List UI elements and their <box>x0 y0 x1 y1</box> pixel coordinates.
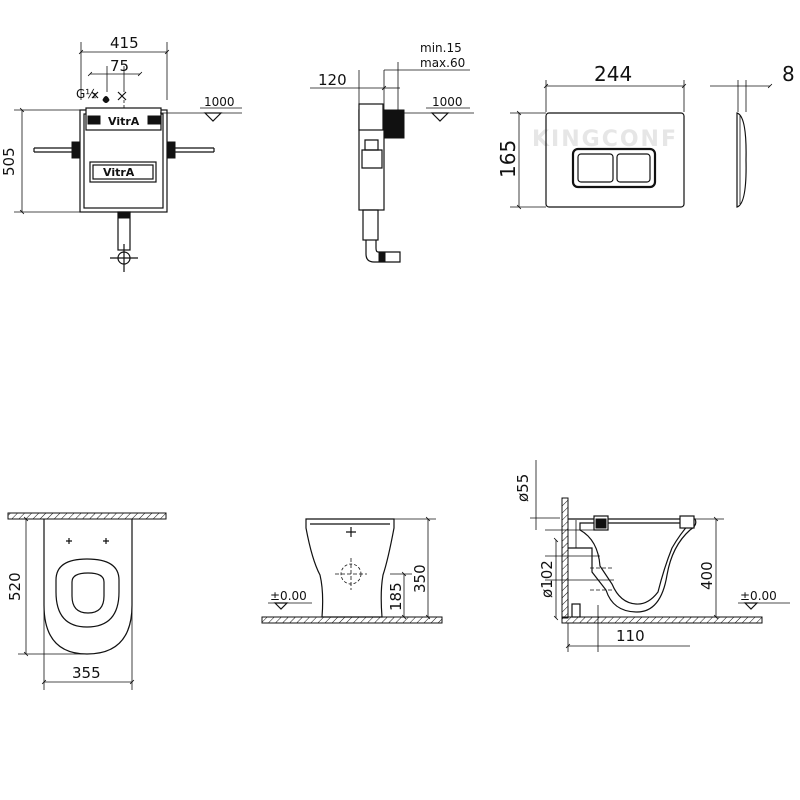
dim-165-label: 165 <box>496 140 520 178</box>
dim-pipe-102: ø102 <box>538 537 559 621</box>
dim-355: 355 <box>41 610 135 690</box>
floor-hatch <box>261 616 443 624</box>
flush-button-small <box>577 153 614 183</box>
bowl-side-view: ø55 ø102 400 110 ±0.00 <box>514 460 790 652</box>
floor-label-side: ±0.00 <box>740 589 777 603</box>
floor-level-front: ±0.00 <box>268 589 312 610</box>
level-1000-side: 1000 <box>404 95 474 122</box>
watermark: KINGCONF <box>532 127 678 152</box>
dim-165: 165 <box>496 110 546 210</box>
pipe-102-label: ø102 <box>538 560 556 598</box>
floor-label-front: ±0.00 <box>270 589 307 603</box>
dim-110: 110 <box>565 605 690 652</box>
carrier-side-view: min.15 max.60 120 1000 <box>310 41 474 263</box>
dim-520-label: 520 <box>6 572 24 601</box>
brand-plate: VitrA <box>103 166 135 179</box>
level-1000-label: 1000 <box>204 95 235 109</box>
max-label: max.60 <box>420 56 465 70</box>
carrier-head <box>85 107 162 131</box>
dim-520: 520 <box>6 516 87 657</box>
valve-symbol-icon <box>91 91 127 103</box>
dim-120-label: 120 <box>318 71 347 89</box>
min-label: min.15 <box>420 41 462 55</box>
flush-plate-view: KINGCONF 244 165 8 <box>496 62 795 210</box>
floor-level-side: ±0.00 <box>738 589 790 610</box>
dim-185-label: 185 <box>387 582 405 611</box>
side-wall-hatch <box>561 497 569 619</box>
dim-110-label: 110 <box>616 627 645 645</box>
flush-button-large <box>616 153 651 183</box>
flush-plate <box>545 112 685 208</box>
dim-pipe-55: ø55 <box>514 460 560 530</box>
wall-hatch <box>7 512 167 520</box>
carrier-front-view: 415 75 G½ 505 VitrA <box>0 34 242 272</box>
dim-8: 8 <box>710 62 795 112</box>
bowl-front-view: ±0.00 185 350 <box>261 516 443 624</box>
flush-button-frame <box>571 147 657 189</box>
dim-8-label: 8 <box>782 62 795 86</box>
dim-120: 120 <box>310 70 400 110</box>
brand-top: VitrA <box>108 115 140 128</box>
dim-185: 185 <box>387 571 412 620</box>
dim-244-label: 244 <box>594 62 632 86</box>
dim-75: 75 <box>87 57 143 92</box>
dim-355-label: 355 <box>72 664 101 682</box>
dim-244: 244 <box>543 62 687 112</box>
level-1000-front: 1000 <box>160 95 242 122</box>
dim-400: 400 <box>694 516 724 620</box>
dim-400-label: 400 <box>698 561 716 590</box>
dim-350-label: 350 <box>411 564 429 593</box>
side-floor-hatch <box>561 616 763 624</box>
dim-505: 505 <box>0 107 80 215</box>
pipe-55-label: ø55 <box>514 474 532 502</box>
dim-75-label: 75 <box>110 57 129 75</box>
dim-415: 415 <box>78 34 170 100</box>
dim-415-label: 415 <box>110 34 139 52</box>
dim-505-label: 505 <box>0 147 18 176</box>
dim-350: 350 <box>394 516 436 620</box>
bowl-top-view: 520 355 <box>6 512 167 690</box>
level-1000-side-label: 1000 <box>432 95 463 109</box>
flush-plate-profile <box>736 112 747 208</box>
